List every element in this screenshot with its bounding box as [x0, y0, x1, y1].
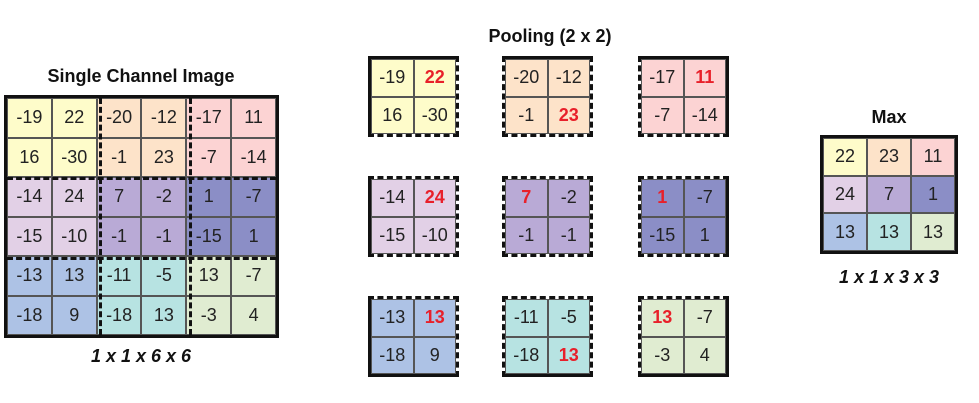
- matrix-cell: 23: [141, 137, 187, 177]
- matrix-cell: -10: [413, 216, 456, 254]
- matrix-cell: 11: [231, 98, 276, 138]
- output-shape-caption: 1 x 1 x 3 x 3: [838, 267, 940, 287]
- matrix-cell: -14: [371, 179, 414, 217]
- matrix-cell: 1: [683, 216, 726, 254]
- matrix-cell: 11: [683, 59, 726, 97]
- matrix-cell: -11: [505, 299, 548, 337]
- matrix-cell: -14: [683, 96, 726, 134]
- matrix-cell: -3: [641, 336, 684, 374]
- matrix-cell: -17: [186, 98, 232, 138]
- matrix-cell: -2: [141, 177, 187, 217]
- matrix-cell: -15: [186, 216, 232, 256]
- pooling-title: Pooling (2 x 2): [488, 26, 612, 46]
- output-title: Max: [871, 107, 907, 127]
- pooling-window: 7-2-1-1: [502, 176, 593, 257]
- matrix-cell: -11: [96, 256, 142, 296]
- matrix-cell: -7: [683, 299, 726, 337]
- matrix-cell: -20: [505, 59, 548, 97]
- input-shape-caption: 1 x 1 x 6 x 6: [90, 346, 192, 366]
- matrix-cell: 13: [641, 299, 684, 337]
- matrix-cell: 24: [823, 175, 867, 214]
- matrix-cell: -1: [547, 216, 590, 254]
- matrix-cell: 16: [7, 137, 52, 177]
- matrix-cell: -1: [505, 216, 548, 254]
- matrix-cell: -1: [141, 216, 187, 256]
- matrix-cell: 24: [413, 179, 456, 217]
- matrix-cell: 7: [505, 179, 548, 217]
- matrix-cell: -7: [641, 96, 684, 134]
- matrix-cell: -1: [505, 96, 548, 134]
- matrix-cell: -14: [231, 137, 276, 177]
- input-title: Single Channel Image: [47, 66, 235, 86]
- matrix-cell: 13: [823, 213, 867, 251]
- matrix-cell: 13: [51, 256, 97, 296]
- matrix-cell: 22: [51, 98, 97, 138]
- matrix-cell: 22: [823, 138, 867, 176]
- matrix-cell: -19: [371, 59, 414, 97]
- matrix-cell: 13: [867, 213, 911, 251]
- matrix-cell: -13: [7, 256, 52, 296]
- matrix-cell: 24: [51, 177, 97, 217]
- matrix-cell: -7: [231, 256, 276, 296]
- matrix-cell: -14: [7, 177, 52, 217]
- matrix-cell: -17: [641, 59, 684, 97]
- matrix-cell: -18: [96, 295, 142, 335]
- matrix-cell: -5: [547, 299, 590, 337]
- matrix-cell: -13: [371, 299, 414, 337]
- matrix-cell: -15: [641, 216, 684, 254]
- matrix-cell: 13: [911, 213, 955, 251]
- matrix-cell: -3: [186, 295, 232, 335]
- matrix-cell: 4: [231, 295, 276, 335]
- matrix-cell: -18: [7, 295, 52, 335]
- matrix-cell: 23: [547, 96, 590, 134]
- matrix-cell: -20: [96, 98, 142, 138]
- matrix-cell: -2: [547, 179, 590, 217]
- matrix-cell: 9: [413, 336, 456, 374]
- matrix-cell: 13: [186, 256, 232, 296]
- matrix-cell: 23: [867, 138, 911, 176]
- matrix-cell: 1: [186, 177, 232, 217]
- matrix-cell: -10: [51, 216, 97, 256]
- matrix-cell: 7: [867, 175, 911, 214]
- matrix-cell: 13: [547, 336, 590, 374]
- matrix-cell: -19: [7, 98, 52, 138]
- matrix-cell: -15: [371, 216, 414, 254]
- matrix-cell: 4: [683, 336, 726, 374]
- matrix-cell: -7: [683, 179, 726, 217]
- matrix-cell: -7: [186, 137, 232, 177]
- matrix-cell: -18: [505, 336, 548, 374]
- matrix-cell: 22: [413, 59, 456, 97]
- matrix-cell: 11: [911, 138, 955, 176]
- matrix-cell: -1: [96, 137, 142, 177]
- matrix-cell: 1: [641, 179, 684, 217]
- matrix-cell: -7: [231, 177, 276, 217]
- matrix-cell: 9: [51, 295, 97, 335]
- matrix-cell: -18: [371, 336, 414, 374]
- matrix-cell: -12: [547, 59, 590, 97]
- matrix-cell: -30: [51, 137, 97, 177]
- matrix-cell: -1: [96, 216, 142, 256]
- matrix-cell: 13: [413, 299, 456, 337]
- matrix-cell: 7: [96, 177, 142, 217]
- matrix-cell: 1: [231, 216, 276, 256]
- matrix-cell: -30: [413, 96, 456, 134]
- matrix-cell: 13: [141, 295, 187, 335]
- matrix-cell: -12: [141, 98, 187, 138]
- matrix-cell: -15: [7, 216, 52, 256]
- matrix-cell: 16: [371, 96, 414, 134]
- matrix-cell: 1: [911, 175, 955, 214]
- matrix-cell: -5: [141, 256, 187, 296]
